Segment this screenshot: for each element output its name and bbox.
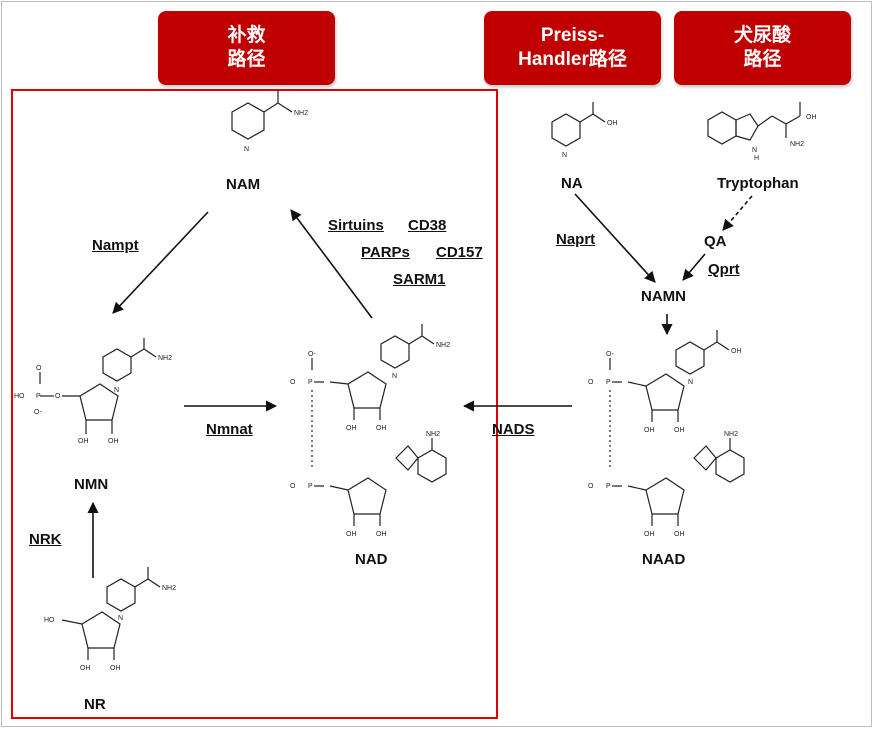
svg-text:N: N [244, 146, 249, 153]
svg-text:OH: OH [674, 427, 685, 434]
preiss-handler-line2: Handler路径 [518, 49, 627, 70]
svg-text:OH: OH [644, 531, 655, 538]
svg-text:OH: OH [376, 531, 387, 538]
compound-nmn: NMN [74, 476, 109, 493]
preiss-handler-line1: Preiss- [540, 25, 605, 46]
svg-text:O-: O- [606, 351, 614, 358]
preiss-handler-pathway-tab: Preiss- Handler路径 [484, 11, 661, 85]
svg-text:NH2: NH2 [158, 355, 172, 362]
compound-nam: NAM [226, 176, 261, 193]
svg-text:N: N [752, 147, 757, 154]
arrow-nad-to-nam [290, 209, 373, 319]
salvage-pathway-tab: 补救 路径 [158, 11, 335, 85]
svg-text:N: N [688, 379, 693, 386]
svg-text:OH: OH [644, 427, 655, 434]
svg-text:O: O [55, 393, 61, 400]
svg-text:O: O [36, 365, 42, 372]
salvage-pathway-box [11, 89, 498, 719]
svg-text:P: P [36, 393, 41, 400]
svg-text:N: N [562, 152, 567, 159]
svg-text:OH: OH [80, 665, 91, 672]
svg-text:P: P [308, 483, 313, 490]
enzyme-nads: NADS [492, 421, 535, 438]
salvage-pathway-line1: 补救 [227, 25, 266, 46]
svg-text:HO: HO [44, 617, 55, 624]
tryptophan-structure: N H NH2 OH [707, 102, 817, 162]
svg-text:NH2: NH2 [790, 141, 804, 148]
compound-tryptophan: Tryptophan [717, 175, 799, 192]
enzyme-nampt: Nampt [92, 237, 139, 254]
nr-structure: N NH2 OH OH HO [44, 567, 176, 672]
svg-text:O-: O- [34, 409, 42, 416]
kynurenine-line2: 路径 [743, 49, 782, 70]
svg-text:OH: OH [806, 114, 817, 121]
svg-text:O: O [588, 379, 594, 386]
enzyme-qprt: Qprt [708, 261, 740, 278]
svg-text:P: P [606, 483, 611, 490]
compound-nad: NAD [355, 551, 388, 568]
svg-text:H: H [754, 155, 759, 162]
nmn-structure: N NH2 OH OH P O O O- HO [14, 338, 172, 445]
compound-qa: QA [704, 233, 727, 250]
svg-text:HO: HO [14, 393, 25, 400]
svg-text:N: N [392, 373, 397, 380]
svg-text:NH2: NH2 [724, 431, 738, 438]
svg-text:NH2: NH2 [162, 585, 176, 592]
enzyme-naprt: Naprt [556, 231, 596, 248]
svg-text:OH: OH [731, 348, 742, 355]
compound-naad: NAAD [642, 551, 686, 568]
enzyme-parps: PARPs [361, 244, 410, 261]
svg-text:NH2: NH2 [426, 431, 440, 438]
enzyme-cd157: CD157 [436, 244, 483, 261]
svg-text:N: N [114, 387, 119, 394]
compound-namn: NAMN [641, 288, 686, 305]
svg-text:OH: OH [376, 425, 387, 432]
svg-text:P: P [606, 379, 611, 386]
enzyme-nmnat: Nmnat [206, 421, 253, 438]
compound-na: NA [561, 175, 583, 192]
naad-structure: N OH OH OH P O O- P O OH OH NH2 [588, 330, 745, 538]
svg-text:NH2: NH2 [294, 110, 308, 117]
enzyme-nrk: NRK [29, 531, 62, 548]
nad-structure: N NH2 OH OH P O O- P O OH OH NH2 [290, 324, 450, 538]
svg-text:OH: OH [346, 425, 357, 432]
kynurenine-pathway-tab: 犬尿酸 路径 [674, 11, 851, 85]
na-structure: N OH [551, 102, 618, 159]
arrow-nam-to-nmn [112, 211, 209, 314]
arrow-qa-to-namn [682, 253, 706, 281]
svg-text:OH: OH [346, 531, 357, 538]
svg-text:P: P [308, 379, 313, 386]
arrow-na-to-namn [574, 193, 656, 283]
enzyme-sirtuins: Sirtuins [328, 217, 384, 234]
svg-text:O: O [290, 483, 296, 490]
svg-text:OH: OH [110, 665, 121, 672]
nam-structure: N NH2 [231, 90, 308, 153]
compound-nr: NR [84, 696, 106, 713]
arrow-tryptophan-to-qa [722, 195, 753, 231]
svg-text:O: O [588, 483, 594, 490]
salvage-pathway-line2: 路径 [227, 49, 266, 70]
enzyme-sarm1: SARM1 [393, 271, 446, 288]
svg-text:O-: O- [308, 351, 316, 358]
svg-text:OH: OH [674, 531, 685, 538]
enzyme-cd38: CD38 [408, 217, 447, 234]
svg-text:OH: OH [108, 438, 119, 445]
svg-text:OH: OH [78, 438, 89, 445]
svg-text:O: O [290, 379, 296, 386]
svg-text:OH: OH [607, 120, 618, 127]
kynurenine-line1: 犬尿酸 [733, 25, 791, 46]
svg-text:NH2: NH2 [436, 342, 450, 349]
svg-text:N: N [118, 615, 123, 622]
